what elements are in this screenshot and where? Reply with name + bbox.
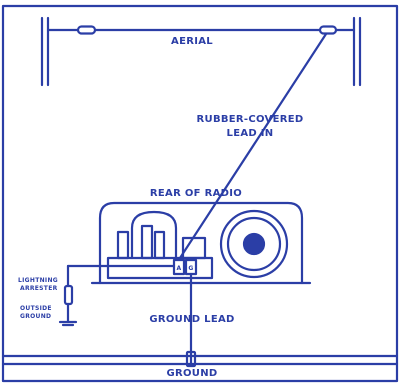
lightning-label: LIGHTNING (18, 277, 58, 284)
arrester-label: ARRESTER (20, 285, 58, 292)
ground-bus (1, 354, 399, 366)
diagram-frame (1, 4, 399, 383)
speaker (219, 209, 289, 279)
outside-ground-label: GROUND (20, 313, 51, 320)
terminal-a-label: A (177, 265, 182, 272)
chassis-base (106, 256, 214, 280)
right-aerial-post (352, 16, 362, 87)
aerial-label: AERIAL (171, 36, 213, 47)
lead-in-wire (178, 32, 328, 260)
terminal-g-label: G (188, 265, 193, 272)
ground-lead-label: GROUND LEAD (149, 314, 234, 325)
rear-of-radio-label: REAR OF RADIO (150, 188, 242, 199)
ground-label: GROUND (167, 368, 218, 379)
ground-clamp (185, 350, 197, 368)
radio-tubes (116, 210, 207, 260)
right-insulator (318, 25, 338, 35)
lightning-arrester (63, 284, 74, 306)
left-aerial-post (40, 16, 50, 87)
outside-label: OUTSIDE (20, 305, 52, 312)
rubber-covered-label: RUBBER-COVERED (197, 114, 304, 125)
radio-chassis (90, 201, 312, 285)
outside-ground-symbol (58, 320, 78, 327)
left-insulator (76, 25, 97, 35)
lead-in-label: LEAD IN (227, 128, 274, 139)
